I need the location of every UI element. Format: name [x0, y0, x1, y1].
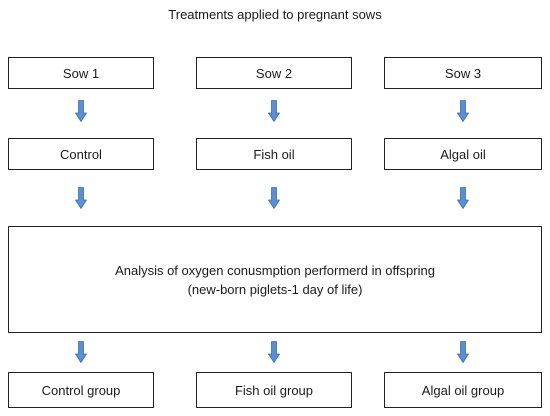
box-sow-2-label: Sow 2: [255, 65, 293, 81]
diagram-title: Treatments applied to pregnant sows: [168, 7, 382, 22]
box-sow-1: Sow 1: [8, 57, 154, 89]
box-sow-3: Sow 3: [384, 57, 542, 89]
box-treatment-control: Control: [8, 138, 154, 170]
arrow-down-icon: [75, 187, 87, 209]
arrow-down-icon: [268, 341, 280, 363]
box-analysis: Analysis of oxygen conusmption performer…: [8, 226, 542, 333]
box-group-control-label: Control group: [41, 382, 121, 398]
box-sow-3-label: Sow 3: [444, 65, 482, 81]
box-treatment-control-label: Control: [60, 146, 102, 162]
box-group-fish-oil: Fish oil group: [196, 372, 352, 408]
arrow-down-icon: [75, 341, 87, 363]
box-group-control: Control group: [8, 372, 154, 408]
analysis-line-2: (new-born piglets-1 day of life): [187, 281, 363, 297]
arrow-down-icon: [75, 100, 87, 122]
arrow-down-icon: [457, 341, 469, 363]
arrow-down-icon: [457, 187, 469, 209]
box-sow-2: Sow 2: [196, 57, 352, 89]
arrow-down-icon: [457, 100, 469, 122]
box-sow-1-label: Sow 1: [62, 65, 100, 81]
box-group-algal-oil: Algal oil group: [384, 372, 542, 408]
box-group-algal-oil-label: Algal oil group: [421, 382, 505, 398]
box-treatment-algal-oil-label: Algal oil: [440, 146, 486, 162]
analysis-text: Analysis of oxygen conusmption performer…: [115, 261, 435, 299]
box-treatment-algal-oil: Algal oil: [384, 138, 542, 170]
arrow-down-icon: [268, 100, 280, 122]
box-group-fish-oil-label: Fish oil group: [234, 382, 314, 398]
box-treatment-fish-oil-label: Fish oil: [253, 146, 295, 162]
analysis-line-1: Analysis of oxygen conusmption performer…: [115, 262, 435, 278]
arrow-down-icon: [268, 187, 280, 209]
box-treatment-fish-oil: Fish oil: [196, 138, 352, 170]
